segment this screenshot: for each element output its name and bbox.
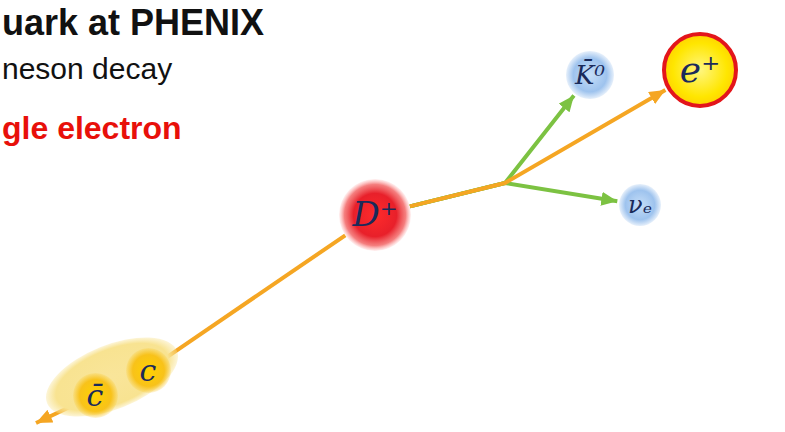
particle-symbol: c [140,354,157,387]
positron: e⁺ [662,32,738,108]
slide-title: uark at PHENIX [2,2,264,43]
particle-circle [339,179,411,251]
anticharm-quark: c̄ [73,373,118,418]
charm-quark: c [126,348,171,393]
particle-circle [664,34,736,106]
particle-track [410,183,617,206]
particle-circle [73,373,118,418]
particle-symbol: c̄ [87,379,104,412]
particle-symbol: K̄⁰ [575,61,605,90]
d-meson: D⁺ [339,179,411,251]
subtitle-text: neson decay [2,52,172,87]
particle-symbol: D⁺ [352,196,397,233]
neutrino: νₑ [619,184,661,226]
particle-symbol: νₑ [628,192,652,218]
particle-track [167,235,346,357]
highlight-text: gle electron [2,110,182,147]
quark-pair: c̄ c [37,332,187,422]
particle-circle [126,348,171,393]
kaon: K̄⁰ [566,51,614,99]
particle-circle [566,51,614,99]
particle-symbol: e⁺ [680,50,720,90]
pair-ellipse [35,321,189,432]
particle-circle [619,184,661,226]
